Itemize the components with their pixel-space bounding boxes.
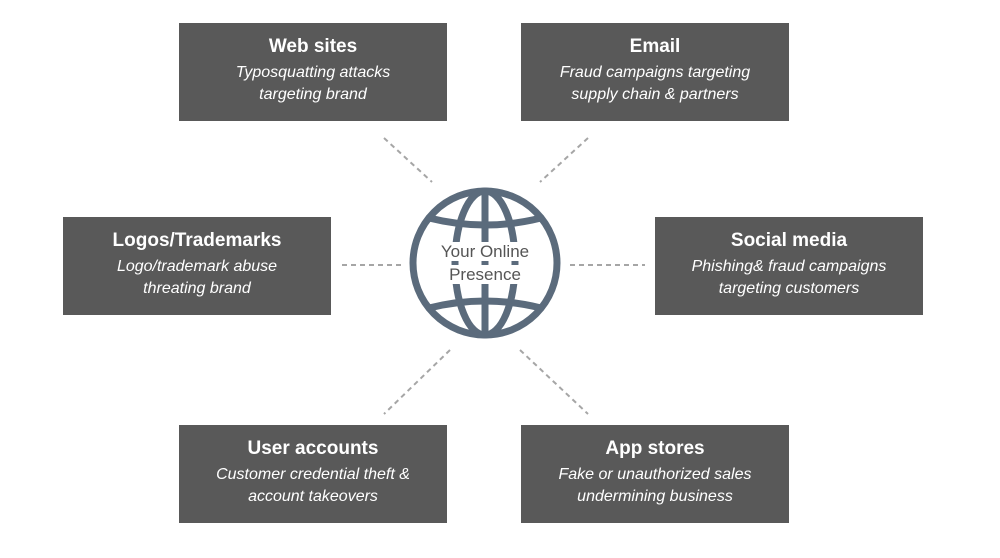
center-label: Your Online Presence	[405, 240, 565, 286]
node-description-line: targeting customers	[718, 280, 860, 297]
center-label-line1: Your Online	[438, 242, 532, 261]
node-description-line: Logo/trademark abuse	[116, 258, 278, 275]
node-description-line: account takeovers	[248, 488, 378, 505]
node-social-media: Social media Phishing& fraud campaigns t…	[655, 217, 923, 315]
node-title: Social media	[730, 230, 848, 251]
node-description-line: undermining business	[577, 488, 733, 505]
node-description-line: threating brand	[143, 280, 251, 297]
node-title: Web sites	[268, 36, 358, 57]
node-title: App stores	[605, 438, 705, 459]
node-description-line: Phishing& fraud campaigns	[691, 258, 887, 275]
node-description-line: Customer credential theft &	[216, 466, 410, 483]
node-app-stores: App stores Fake or unauthorized sales un…	[521, 425, 789, 523]
node-email: Email Fraud campaigns targeting supply c…	[521, 23, 789, 121]
node-title: User accounts	[247, 438, 379, 459]
globe-icon	[409, 187, 561, 339]
connector-apps	[519, 349, 589, 415]
connector-web	[383, 137, 433, 183]
node-description-line: Typosquatting attacks	[235, 64, 391, 81]
node-logos-trademarks: Logos/Trademarks Logo/trademark abuse th…	[63, 217, 331, 315]
node-web-sites: Web sites Typosquatting attacks targetin…	[179, 23, 447, 121]
node-description-line: Fake or unauthorized sales	[558, 466, 752, 483]
node-description-line: supply chain & partners	[571, 86, 739, 103]
node-description-line: Fraud campaigns targeting	[559, 64, 751, 81]
node-title: Logos/Trademarks	[112, 230, 282, 251]
center-label-line2: Presence	[447, 265, 523, 284]
connector-email	[539, 137, 589, 183]
node-title: Email	[629, 36, 681, 57]
node-user-accounts: User accounts Customer credential theft …	[179, 425, 447, 523]
node-description-line: targeting brand	[259, 86, 367, 103]
connector-users	[383, 349, 451, 415]
